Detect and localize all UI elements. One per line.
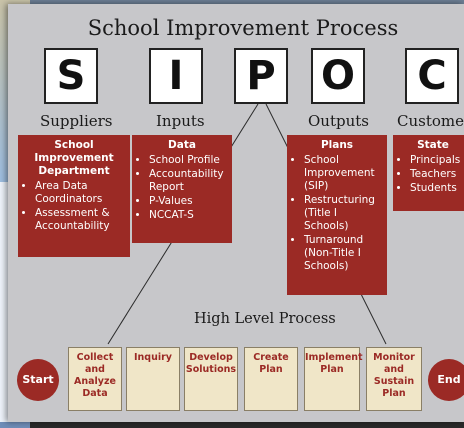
step-develop-solutions: Develop Solutions — [184, 347, 238, 411]
step-monitor-sustain: Monitor and Sustain Plan — [366, 347, 422, 411]
column-suppliers: Suppliers — [40, 112, 113, 130]
step-create-plan: Create Plan — [244, 347, 298, 411]
process-title: High Level Process — [194, 311, 336, 327]
list-item: NCCAT-S — [149, 209, 227, 222]
list-item: Accountability Report — [149, 168, 227, 194]
list-item: Turnaround (Non-Title I Schools) — [304, 234, 382, 273]
slide-title: School Improvement Process — [87, 16, 399, 40]
step-inquiry: Inquiry — [126, 347, 180, 411]
column-inputs: Inputs — [156, 112, 205, 130]
list-item: Assessment & Accountability — [35, 207, 125, 233]
end-node: End — [428, 359, 464, 401]
list-item: Area Data Coordinators — [35, 180, 125, 206]
list-item: School Profile — [149, 154, 227, 167]
letter-c: C — [405, 48, 459, 104]
step-collect-analyze: Collect and Analyze Data — [68, 347, 122, 411]
customers-box: State Principals Teachers Students — [393, 135, 464, 211]
letter-s: S — [44, 48, 98, 104]
start-node: Start — [17, 359, 59, 401]
suppliers-heading: School Improvement Department — [34, 139, 114, 177]
outputs-box: Plans School Improvement (SIP) Restructu… — [287, 135, 387, 295]
outputs-heading: Plans — [320, 139, 354, 151]
customers-heading: State — [417, 139, 449, 151]
suppliers-box: School Improvement Department Area Data … — [18, 135, 130, 257]
inputs-heading: Data — [168, 139, 196, 151]
inputs-box: Data School Profile Accountability Repor… — [132, 135, 232, 243]
list-item: Students — [410, 182, 464, 195]
letter-o: O — [311, 48, 365, 104]
list-item: School Improvement (SIP) — [304, 154, 382, 193]
letter-p: P — [234, 48, 288, 104]
list-item: P-Values — [149, 195, 227, 208]
step-implement-plan: Implement Plan — [304, 347, 363, 411]
list-item: Principals — [410, 154, 464, 167]
column-outputs: Outputs — [308, 112, 369, 130]
column-customers: Customers — [397, 112, 464, 130]
list-item: Teachers — [410, 168, 464, 181]
list-item: Restructuring (Title I Schools) — [304, 194, 382, 233]
sipoc-slide: School Improvement Process S I P O C Sup… — [8, 4, 464, 422]
letter-i: I — [149, 48, 203, 104]
